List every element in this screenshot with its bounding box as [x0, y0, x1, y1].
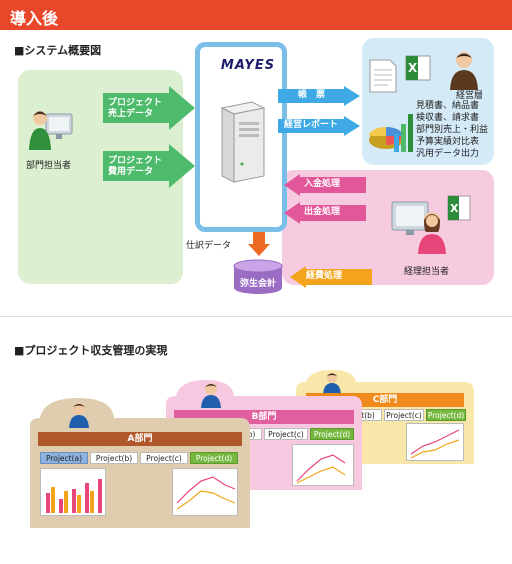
journal-data-arrow: [248, 232, 270, 256]
yayoi-database-icon: [233, 259, 283, 294]
report-list-item: 汎用データ出力: [416, 149, 480, 159]
dept-c-project-tab-selected[interactable]: Project(d): [426, 409, 466, 421]
forms-arrow: [278, 86, 360, 106]
document-icon: [369, 59, 397, 93]
department-a-bar-chart: [40, 468, 106, 516]
department-b-line-chart: [292, 444, 354, 486]
page-title: 導入後: [10, 9, 59, 28]
section-title-project: ■プロジェクト収支管理の実現: [14, 344, 168, 357]
department-staff-icon: [29, 111, 73, 150]
forms-label: 帳 票: [298, 90, 326, 100]
sales-data-label: プロジェクト 売上データ: [108, 98, 163, 119]
yayoi-label: 弥生会計: [239, 279, 276, 289]
dept-b-project-tab[interactable]: Project(c): [264, 428, 308, 440]
dept-c-project-tab[interactable]: Project(c): [384, 409, 424, 421]
dept-a-project-tab-selected[interactable]: Project(d): [190, 452, 238, 464]
section-title-system: ■システム概要図: [14, 44, 102, 57]
report-list: 見積書、納品書 検収書、請求書 部門別売上・利益 予算実績対比表 汎用データ出力: [416, 100, 494, 160]
manager-label: 経営層: [456, 91, 484, 101]
department-a-header: A部門: [38, 432, 242, 446]
dept-a-project-tab[interactable]: Project(b): [90, 452, 138, 464]
accounting-staff-icon: X: [391, 195, 471, 254]
payment-processing-arrow: [284, 202, 366, 224]
bar-chart-icon: [394, 114, 413, 152]
spreadsheet-icon: X: [405, 55, 431, 81]
management-report-label: 経営レポート: [284, 120, 339, 130]
section-divider: [0, 316, 512, 317]
page-header: 導入後: [0, 0, 512, 30]
sales-data-arrow: [103, 86, 195, 130]
cost-data-arrow: [103, 144, 195, 188]
management-report-arrow: [278, 116, 360, 136]
department-a-person-icon: [69, 403, 89, 428]
expense-processing-label: 経費処理: [306, 271, 343, 281]
report-list-item: 見積書、納品書: [416, 101, 480, 111]
receipt-processing-label: 入金処理: [304, 179, 341, 189]
journal-data-label: 仕訳データ: [186, 241, 232, 251]
dept-a-project-tab[interactable]: Project(c): [140, 452, 188, 464]
manager-icon: [450, 52, 478, 90]
payment-processing-label: 出金処理: [304, 207, 341, 217]
department-c-line-chart: [406, 423, 464, 461]
cost-data-label: プロジェクト 費用データ: [108, 156, 163, 177]
receipt-processing-arrow: [284, 174, 366, 196]
mayes-logo: MAYES: [220, 58, 276, 73]
report-list-item: 検収書、請求書: [416, 113, 480, 123]
department-b-person-icon: [201, 383, 221, 408]
server-icon: [220, 101, 266, 183]
department-c-person-icon: [323, 373, 341, 394]
dept-a-project-tab-selected[interactable]: Project(a): [40, 452, 88, 464]
accounting-staff-label: 経理担当者: [404, 267, 450, 277]
report-list-item: 部門別売上・利益: [416, 125, 489, 135]
dept-b-project-tab-selected[interactable]: Project(d): [310, 428, 354, 440]
expense-processing-arrow: [290, 266, 372, 288]
report-list-item: 予算実績対比表: [416, 137, 480, 147]
department-staff-label: 部門担当者: [26, 161, 72, 171]
mayes-system-frame: [195, 42, 287, 232]
department-a-line-chart: [172, 468, 238, 516]
svg-text:X: X: [450, 202, 459, 215]
svg-text:X: X: [408, 61, 418, 75]
